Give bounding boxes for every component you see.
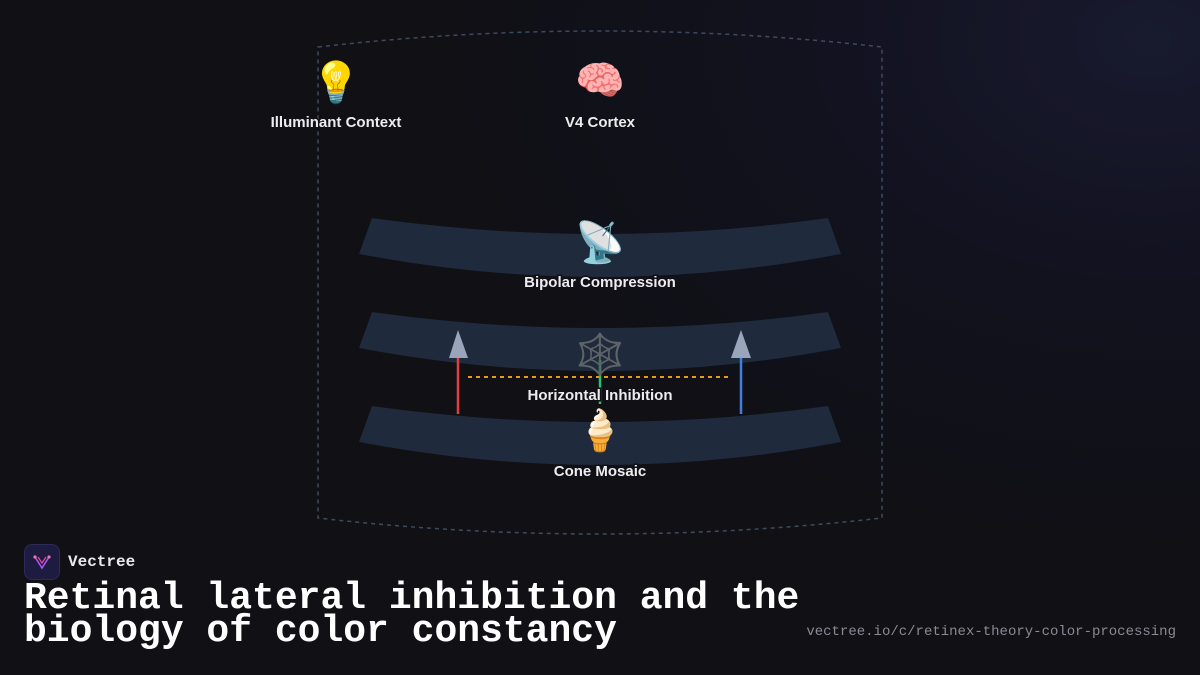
bipolar-layer-band (359, 218, 841, 277)
spider-web-icon: 🕸️ (575, 331, 625, 378)
red-signal-arrowhead (449, 330, 468, 358)
bipolar-compression-label: Bipolar Compression (524, 274, 676, 291)
brain-icon: 🧠 (575, 58, 625, 104)
horizontal-layer-band (359, 312, 841, 371)
cone-mosaic-label: Cone Mosaic (554, 463, 647, 480)
cone-layer-band (359, 406, 841, 465)
vectree-logo-icon (24, 544, 60, 580)
brand: Vectree (24, 544, 135, 580)
page-title: Retinal lateral inhibition and the biolo… (24, 577, 800, 653)
brand-name: Vectree (68, 553, 136, 571)
source-url[interactable]: vectree.io/c/retinex-theory-color-proces… (806, 624, 1176, 640)
lightbulb-icon: 💡 (311, 59, 361, 106)
satellite-dish-icon: 📡 (575, 217, 625, 266)
horizontal-inhibition-label: Horizontal Inhibition (528, 387, 673, 404)
illuminant-context-label: Illuminant Context (271, 114, 402, 131)
blue-signal-arrowhead (731, 330, 751, 358)
v4-cortex-label: V4 Cortex (565, 114, 636, 131)
ice-cream-cone-icon: 🍦 (575, 407, 625, 454)
